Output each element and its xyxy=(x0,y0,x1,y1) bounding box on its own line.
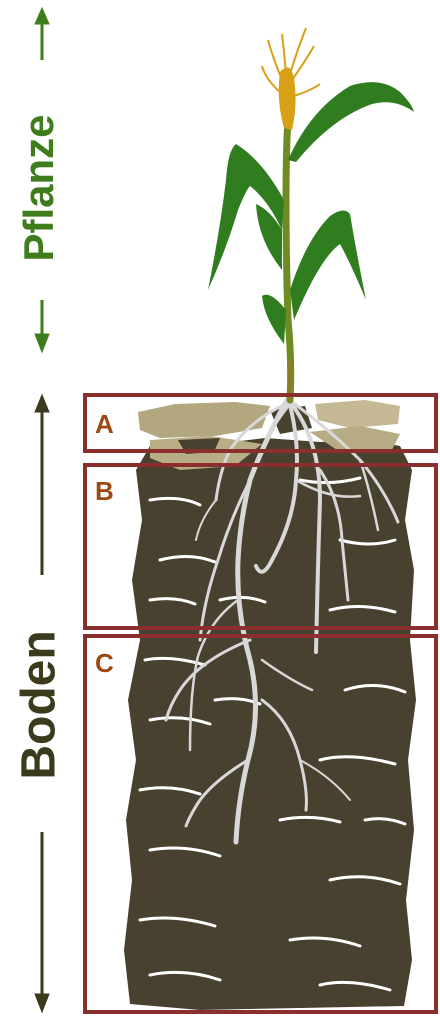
soil-label-group: Boden xyxy=(13,395,66,1012)
soil-mass xyxy=(124,438,416,1010)
tassel xyxy=(262,28,320,130)
soil-arrow-up-icon xyxy=(35,395,49,575)
plant-arrow-up-icon xyxy=(35,8,49,60)
soil-arrow-down-icon xyxy=(35,832,49,1012)
horizon-b-label: B xyxy=(95,476,114,506)
soil-label: Boden xyxy=(13,630,66,779)
leaf-top-right xyxy=(288,82,414,162)
plant-label: Pflanze xyxy=(15,114,62,261)
maize-plant xyxy=(208,28,414,400)
leaf-left-lower xyxy=(262,295,286,344)
leaf-right-middle xyxy=(290,210,366,320)
plant-stem xyxy=(286,120,291,400)
horizon-c-label: C xyxy=(95,648,114,678)
plant-arrow-down-icon xyxy=(35,300,49,352)
plant-label-group: Pflanze xyxy=(15,8,62,352)
horizon-a-label: A xyxy=(95,409,114,439)
